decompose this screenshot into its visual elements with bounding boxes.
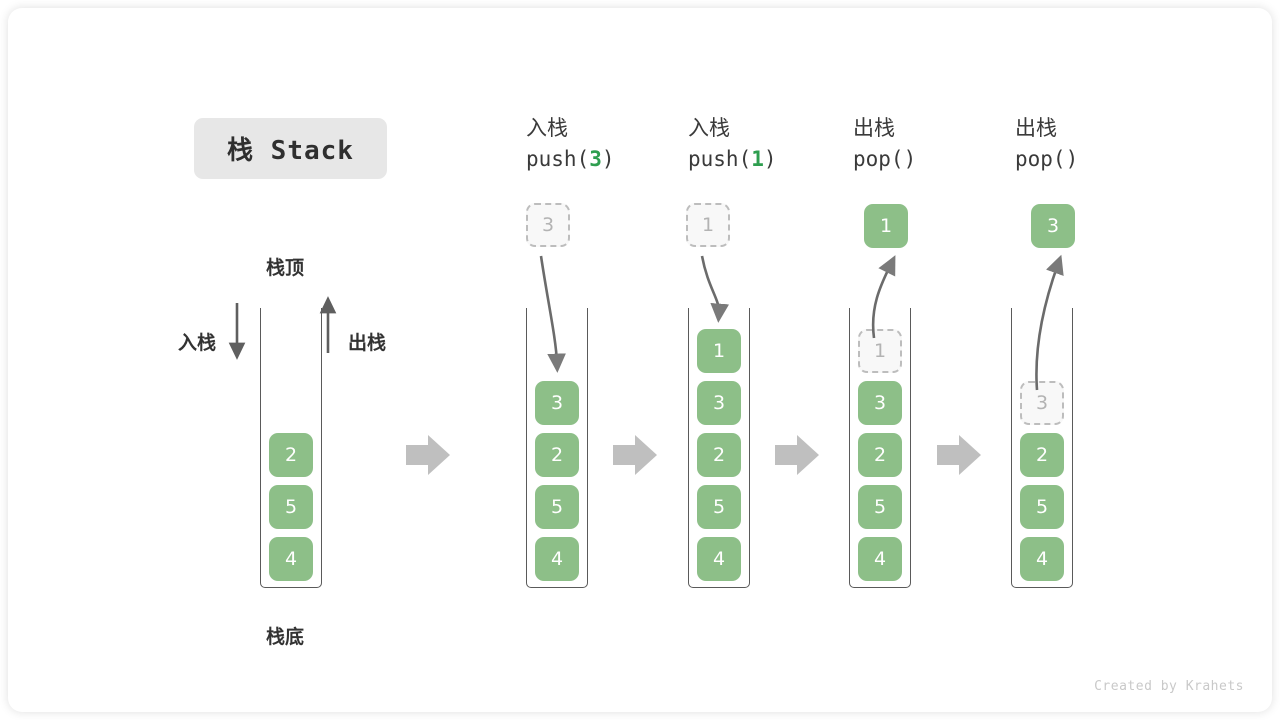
block-arrow-right-icon [613, 435, 657, 475]
floating-ghost-cell: 3 [526, 203, 570, 247]
footer-credit: Created by Krahets [1094, 679, 1244, 694]
block-arrow-right-icon [937, 435, 981, 475]
stack-ghost-cell: 1 [858, 329, 902, 373]
stack-bottom-label: 栈底 [266, 626, 305, 648]
stack-cell: 2 [697, 433, 741, 477]
column-header-pop-1: 出栈 pop() [853, 116, 917, 171]
stack-cell: 4 [269, 537, 313, 581]
stack-container-pop-1 [849, 308, 911, 588]
floating-popped-cell: 3 [1031, 204, 1075, 248]
stack-cell: 2 [858, 433, 902, 477]
stack-container-push-3 [526, 308, 588, 588]
stack-cell: 5 [535, 485, 579, 529]
column-header-pop-3: 出栈 pop() [1015, 116, 1079, 171]
stack-container-push-1 [688, 308, 750, 588]
stack-cell: 5 [269, 485, 313, 529]
diagram-card: 栈 Stack 栈顶 栈底 入栈 出栈 2 5 4 入栈 push(3) 3 3… [8, 8, 1272, 712]
stack-top-label: 栈顶 [266, 257, 305, 279]
stack-cell: 2 [269, 433, 313, 477]
page-title: 栈 Stack [227, 136, 354, 166]
push-direction-label: 入栈 [178, 332, 217, 354]
stack-cell: 4 [1020, 537, 1064, 581]
stack-cell: 5 [858, 485, 902, 529]
stack-container-pop-3 [1011, 308, 1073, 588]
stack-cell: 2 [1020, 433, 1064, 477]
stack-cell: 3 [535, 381, 579, 425]
pop-direction-label: 出栈 [348, 332, 387, 354]
diagram-title-chip: 栈 Stack [194, 118, 387, 179]
stack-cell: 3 [697, 381, 741, 425]
stack-cell: 5 [697, 485, 741, 529]
floating-popped-cell: 1 [864, 204, 908, 248]
stack-ghost-cell: 3 [1020, 381, 1064, 425]
stack-cell: 1 [697, 329, 741, 373]
stack-cell: 2 [535, 433, 579, 477]
stack-container-initial [260, 308, 322, 588]
stack-cell: 4 [697, 537, 741, 581]
stack-cell: 5 [1020, 485, 1064, 529]
block-arrow-right-icon [775, 435, 819, 475]
floating-ghost-cell: 1 [686, 203, 730, 247]
stack-cell: 4 [858, 537, 902, 581]
stack-cell: 3 [858, 381, 902, 425]
column-header-push-1: 入栈 push(1) [688, 116, 777, 171]
motion-arrow-push-1-icon [700, 255, 730, 323]
block-arrow-right-icon [406, 435, 450, 475]
stack-cell: 4 [535, 537, 579, 581]
column-header-push-3: 入栈 push(3) [526, 116, 615, 171]
